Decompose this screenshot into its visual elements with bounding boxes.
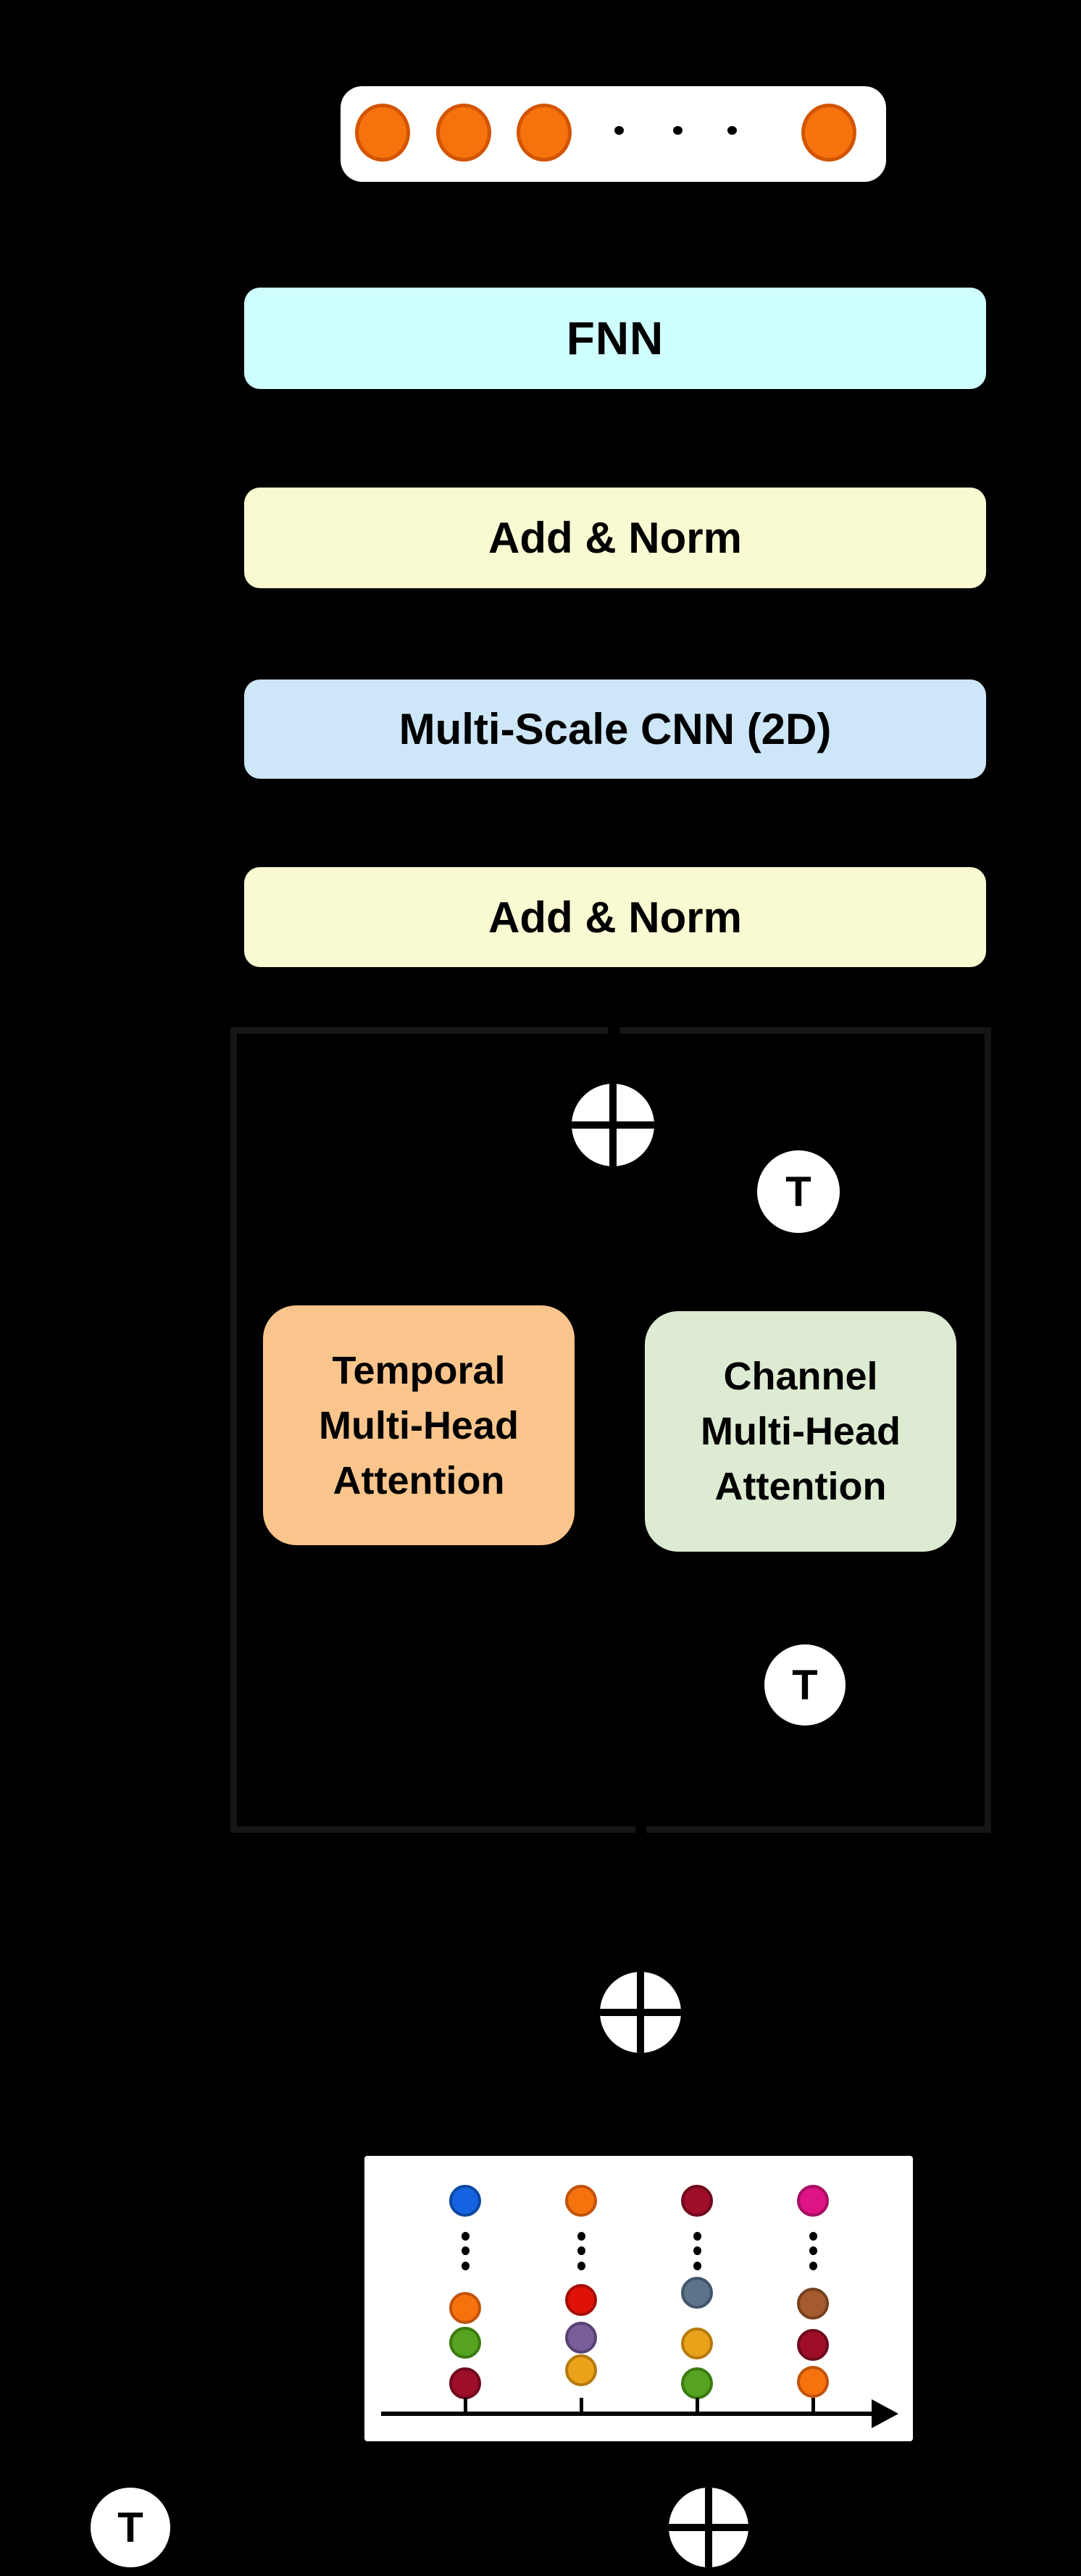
embedding-col1-circle-2-green	[449, 2327, 481, 2359]
transpose-node-upper-icon: T	[757, 1150, 840, 1233]
time-axis-tick-1	[463, 2398, 467, 2414]
embedding-col4-ellipsis-dot-2	[809, 2246, 817, 2255]
container-border-gap-bottom	[635, 1825, 646, 1834]
time-axis-tick-4	[811, 2398, 815, 2414]
embedding-col2-top-circle	[565, 2185, 597, 2217]
embedding-col3-circle-3-green	[681, 2367, 713, 2399]
temporal-multi-head-attention-block: Temporal Multi-Head Attention	[263, 1305, 575, 1545]
token-ellipsis-dot-2	[672, 126, 683, 135]
embedding-col1-circle-1-orange	[449, 2292, 481, 2324]
add-norm-block-lower: Add & Norm	[244, 867, 986, 967]
embedding-col1-circle-3-maroon	[449, 2367, 481, 2399]
plus-horizontal-bar	[572, 1121, 654, 1129]
embedding-col2-circle-2-purple	[565, 2322, 597, 2354]
add-operator-middle-icon	[600, 1972, 681, 2053]
embedding-col1-ellipsis-dot-3	[461, 2262, 469, 2270]
embedding-col4-circle-1-brown	[797, 2288, 829, 2320]
embedding-col1-top-circle	[449, 2185, 481, 2217]
token-circle-2	[436, 104, 491, 162]
temporal-attention-line-3: Attention	[333, 1458, 505, 1502]
transpose-node-lower-icon: T	[764, 1644, 846, 1726]
temporal-attention-line-2: Multi-Head	[319, 1403, 519, 1447]
embedding-col3-circle-2-amber	[681, 2328, 713, 2359]
token-circle-3	[517, 104, 572, 162]
embedding-col2-ellipsis-dot-3	[577, 2262, 585, 2270]
embedding-col3-circle-1-slate	[681, 2277, 713, 2309]
channel-multi-head-attention-block: Channel Multi-Head Attention	[645, 1311, 956, 1552]
embedding-col2-circle-3-amber	[565, 2354, 597, 2386]
embedding-col2-ellipsis-dot-2	[577, 2246, 585, 2255]
time-axis-tick-2	[579, 2398, 583, 2414]
embedding-col4-ellipsis-dot-3	[809, 2262, 817, 2270]
time-axis-tick-3	[695, 2398, 699, 2414]
plus-horizontal-bar	[669, 2524, 748, 2531]
embedding-col4-circle-3-orange	[797, 2366, 829, 2398]
channel-attention-line-2: Multi-Head	[701, 1410, 901, 1453]
embedding-col4-top-circle	[797, 2185, 829, 2217]
add-operator-bottom-icon	[669, 2488, 748, 2567]
temporal-attention-line-1: Temporal	[332, 1348, 506, 1392]
embedding-col1-ellipsis-dot-1	[461, 2232, 469, 2241]
embedding-col4-circle-2-maroon	[797, 2329, 829, 2361]
time-axis-arrowhead-icon	[872, 2399, 898, 2428]
add-norm-block-upper: Add & Norm	[244, 488, 986, 588]
multi-scale-cnn-label: Multi-Scale CNN (2D)	[398, 705, 832, 753]
add-norm-upper-label: Add & Norm	[488, 514, 742, 562]
token-ellipsis-dot-1	[614, 126, 624, 135]
multi-scale-cnn-block: Multi-Scale CNN (2D)	[244, 679, 986, 779]
token-ellipsis-dot-3	[727, 126, 737, 135]
token-circle-1	[355, 104, 410, 162]
container-border-gap-top	[608, 1026, 619, 1035]
fnn-label: FNN	[566, 312, 664, 364]
plus-horizontal-bar	[600, 2009, 681, 2016]
embedding-col2-ellipsis-dot-1	[577, 2232, 585, 2241]
embedding-panel	[364, 2156, 913, 2441]
embedding-col1-ellipsis-dot-2	[461, 2246, 469, 2255]
embedding-col4-ellipsis-dot-1	[809, 2232, 817, 2241]
fnn-block: FNN	[244, 288, 986, 389]
time-axis-line	[381, 2412, 874, 2416]
channel-attention-line-1: Channel	[723, 1355, 878, 1398]
embedding-col3-ellipsis-dot-3	[693, 2262, 701, 2270]
channel-attention-line-3: Attention	[714, 1465, 887, 1508]
transpose-node-bottom-icon: T	[91, 2488, 170, 2567]
embedding-col2-circle-1-red	[565, 2284, 597, 2316]
add-norm-lower-label: Add & Norm	[488, 892, 742, 942]
embedding-col3-ellipsis-dot-2	[693, 2246, 701, 2255]
embedding-col3-ellipsis-dot-1	[693, 2232, 701, 2241]
token-circle-4	[801, 104, 856, 162]
embedding-col3-top-circle	[681, 2185, 713, 2217]
add-operator-top-icon	[572, 1084, 654, 1166]
output-token-strip	[341, 86, 886, 182]
